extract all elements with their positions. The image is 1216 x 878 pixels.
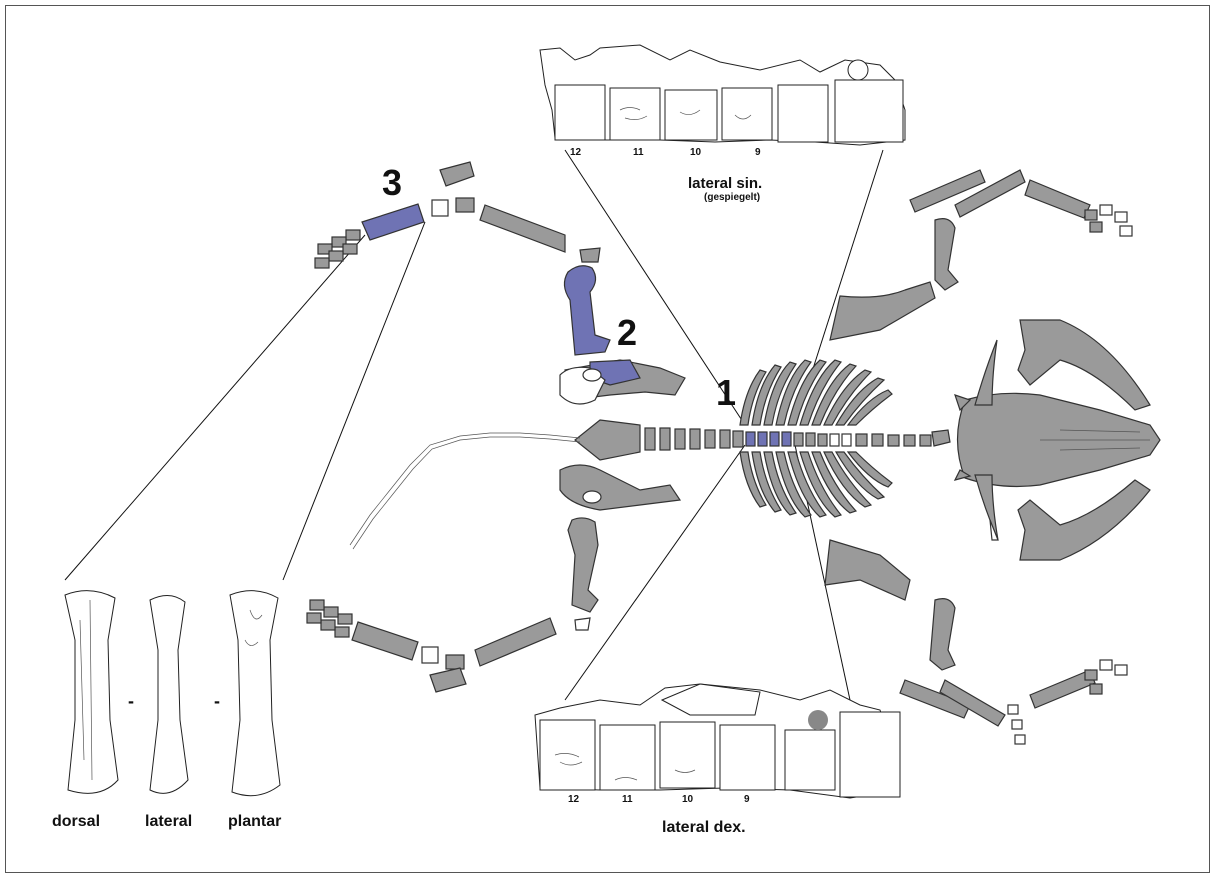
metatarsal-views	[65, 591, 280, 796]
bottom-vertebra-numbers: 12 11 10 9	[568, 794, 750, 805]
view-separator: -	[214, 691, 220, 711]
metatarsal-label-lateral: lateral	[145, 813, 192, 830]
bottom-vertebrae-view	[535, 684, 900, 798]
top-view-title: lateral sin.	[688, 175, 762, 192]
view-separator: -	[128, 691, 134, 711]
skull	[955, 320, 1160, 560]
ribs-lower	[740, 452, 892, 517]
marker-2: 2	[617, 312, 637, 353]
top-vertebra-number: 10	[690, 147, 702, 158]
bottom-vertebra-number: 11	[622, 794, 633, 805]
metatarsal-label-dorsal: dorsal	[52, 813, 100, 830]
vertebral-column	[645, 428, 950, 450]
top-vertebra-number: 11	[633, 147, 644, 158]
top-vertebrae-view	[540, 45, 905, 145]
ribs-upper	[740, 360, 892, 425]
bottom-view-title: lateral dex.	[662, 819, 746, 836]
marker-3: 3	[382, 162, 402, 203]
metatarsal-label-plantar: plantar	[228, 813, 281, 830]
top-vertebra-numbers: 12 11 10 9	[570, 147, 761, 158]
bottom-vertebra-number: 12	[568, 794, 580, 805]
top-vertebra-number: 12	[570, 147, 582, 158]
bottom-vertebra-number: 10	[682, 794, 694, 805]
hind-limb-upper	[315, 162, 565, 268]
marker-1: 1	[716, 372, 736, 413]
hind-limb-lower	[307, 600, 556, 692]
top-vertebra-number: 9	[755, 147, 761, 158]
top-view-subtitle: (gespiegelt)	[704, 192, 760, 203]
bottom-vertebra-number: 9	[744, 794, 750, 805]
